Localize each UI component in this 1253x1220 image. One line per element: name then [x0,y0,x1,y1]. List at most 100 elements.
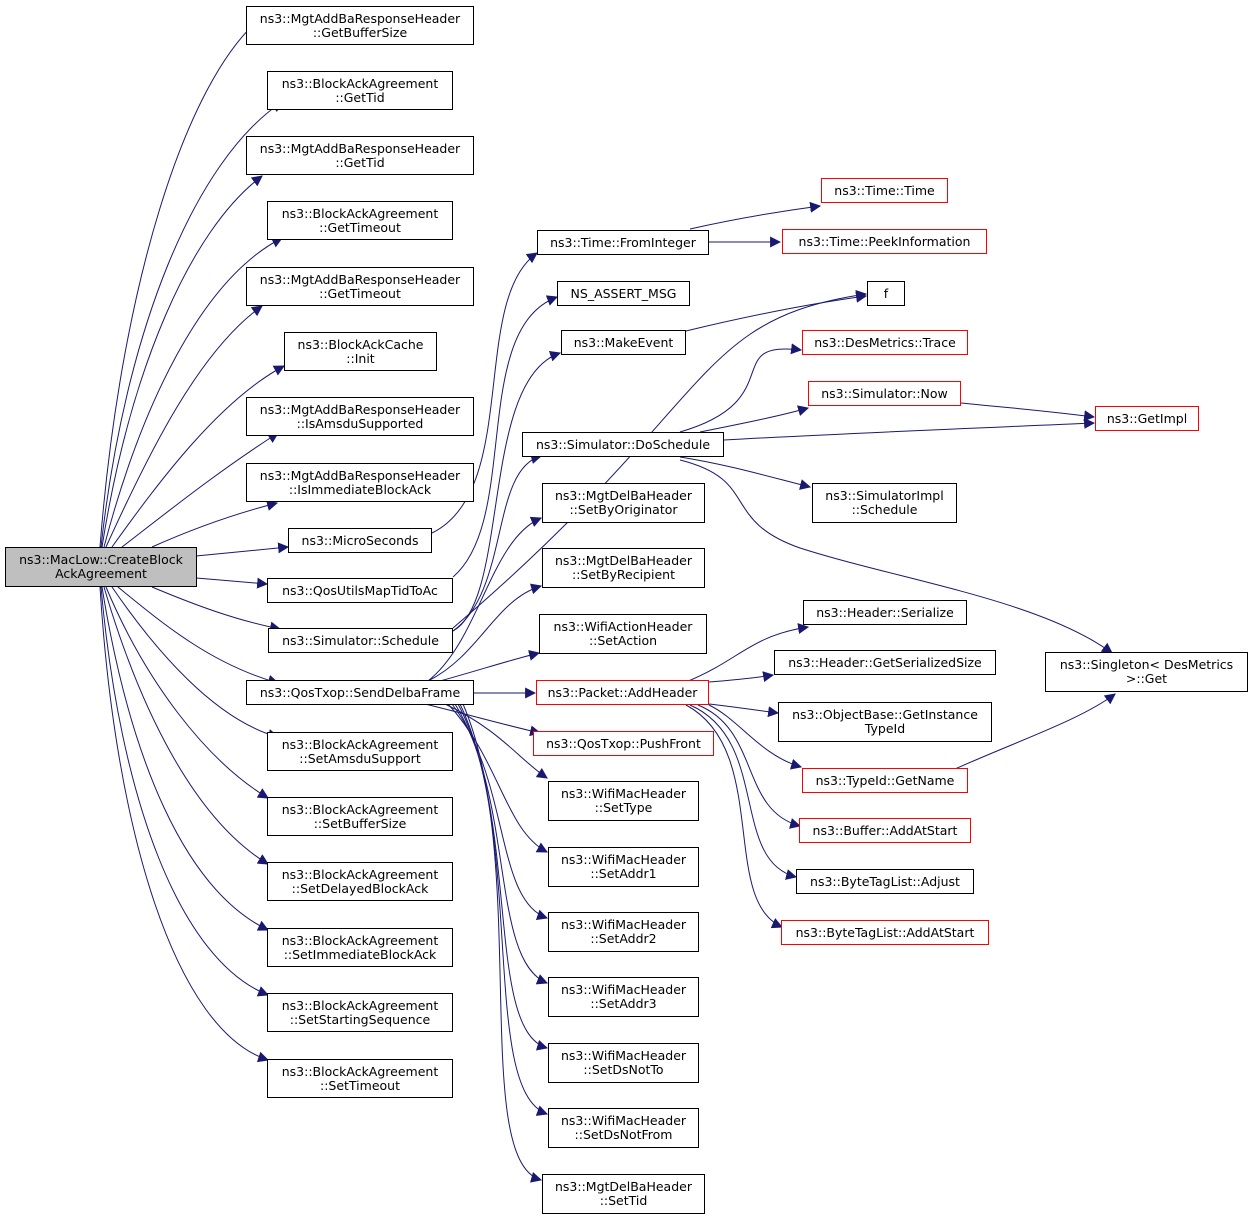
node-label-line1: ns3::MakeEvent [573,334,674,350]
node-label-line1: ns3::BlockAckAgreement [281,866,439,882]
node-label-line2: TypeId [864,721,906,736]
node-label-line1: ns3::SimulatorImpl [825,488,944,503]
edge-addheader-getname [708,704,803,770]
node-label-line2: ::SetTimeout [319,1077,400,1093]
node-label-line2: ::Init [346,350,375,366]
node-blockackagreement-gettid[interactable]: ns3::BlockAckAgreement ::GetTid [267,71,453,110]
node-wifiactionheader-setaction[interactable]: ns3::WifiActionHeader ::SetAction [539,614,707,654]
node-time-time[interactable]: ns3::Time::Time [821,178,948,203]
node-blockackcache-init[interactable]: ns3::BlockAckCache ::Init [284,332,437,371]
node-objectbase-getinstancetypeid[interactable]: ns3::ObjectBase::GetInstance TypeId [778,702,992,742]
node-label-line1: ns3::ByteTagList::Adjust [810,873,960,889]
node-blockackagreement-setimmediateblockack[interactable]: ns3::BlockAckAgreement ::SetImmediateBlo… [267,928,453,967]
node-blockackagreement-setdelayedblockack[interactable]: ns3::BlockAckAgreement ::SetDelayedBlock… [267,862,453,901]
edge-root-setimmediate [101,586,269,931]
edge-addheader-serializedsize [708,671,775,683]
node-label-line2: ::SetAmsduSupport [299,750,421,766]
node-mgtaddbaresponseheader-isamsdusupported[interactable]: ns3::MgtAddBaResponseHeader ::IsAmsduSup… [246,397,474,436]
node-simulator-doschedule[interactable]: ns3::Simulator::DoSchedule [522,432,724,457]
edge-addheader-serialize [685,623,810,683]
node-label-line1: ns3::DesMetrics::Trace [814,334,956,350]
node-label-line1: ns3::BlockAckCache [297,336,424,352]
node-time-peekinformation[interactable]: ns3::Time::PeekInformation [782,229,987,254]
node-qostxop-pushfront[interactable]: ns3::QosTxop::PushFront [533,731,714,756]
node-label-line1: ns3::MgtAddBaResponseHeader [259,467,461,483]
node-mgtaddbaresponseheader-getbuffersize[interactable]: ns3::MgtAddBaResponseHeader ::GetBufferS… [246,6,474,45]
root-function-node: ns3::MacLow::CreateBlock AckAgreement [5,547,197,587]
edge-root-cache-init [111,365,285,548]
node-label-line1: ns3::Packet::AddHeader [547,684,698,700]
node-typeid-getname[interactable]: ns3::TypeId::GetName [802,768,968,793]
node-label-line2: ::SetType [594,800,653,815]
edge-root-addba-gettimeout [105,305,263,548]
node-microseconds[interactable]: ns3::MicroSeconds [288,528,432,553]
node-buffer-addatstart[interactable]: ns3::Buffer::AddAtStart [799,818,971,843]
node-desmetrics-trace[interactable]: ns3::DesMetrics::Trace [802,330,968,355]
node-f[interactable]: f [867,281,905,306]
node-qostxop-senddelbaframe[interactable]: ns3::QosTxop::SendDelbaFrame [246,680,474,705]
node-wifimacheader-setaddr3[interactable]: ns3::WifiMacHeader ::SetAddr3 [548,977,699,1017]
node-wifimacheader-setdsnotfrom[interactable]: ns3::WifiMacHeader ::SetDsNotFrom [548,1108,699,1148]
node-simulator-schedule[interactable]: ns3::Simulator::Schedule [268,628,453,653]
node-wifimacheader-setaddr1[interactable]: ns3::WifiMacHeader ::SetAddr1 [548,847,699,887]
edge-root-settimeout [99,586,270,1063]
node-ns-assert-msg[interactable]: NS_ASSERT_MSG [557,281,690,306]
node-label-line2: ::GetBufferSize [312,24,408,40]
node-blockackagreement-setamsdusupport[interactable]: ns3::BlockAckAgreement ::SetAmsduSupport [267,732,453,771]
node-bytetaglist-addatstart[interactable]: ns3::ByteTagList::AddAtStart [781,920,989,945]
node-label-line2: ::SetByOriginator [569,502,678,517]
node-blockackagreement-gettimeout[interactable]: ns3::BlockAckAgreement ::GetTimeout [267,201,453,240]
node-label-line1: ns3::Simulator::Now [821,385,948,401]
node-label-line1: NS_ASSERT_MSG [570,285,677,301]
node-mgtdelbaheader-setbyoriginator[interactable]: ns3::MgtDelBaHeader ::SetByOriginator [542,483,705,523]
node-label-line2: ::GetTid [335,154,385,170]
node-time-frominteger[interactable]: ns3::Time::FromInteger [537,230,709,255]
node-label-line2: ::SetAction [588,633,658,648]
node-simulator-now[interactable]: ns3::Simulator::Now [808,381,961,406]
node-label-line1: ns3::BlockAckAgreement [281,75,439,91]
node-header-getserializedsize[interactable]: ns3::Header::GetSerializedSize [774,650,996,675]
node-label-line2: ::GetTimeout [319,285,401,301]
edge-senddelba-setaction [439,649,541,682]
edge-senddelba-setdsnotfrom [459,703,549,1116]
node-label-line1: ns3::MgtDelBaHeader [555,488,692,503]
node-label-line2: ::SetAddr1 [590,866,657,881]
node-label-line1: ns3::Header::GetSerializedSize [788,654,982,670]
node-blockackagreement-setbuffersize[interactable]: ns3::BlockAckAgreement ::SetBufferSize [267,797,453,836]
node-mgtaddbaresponseheader-gettimeout[interactable]: ns3::MgtAddBaResponseHeader ::GetTimeout [246,267,474,306]
node-blockackagreement-settimeout[interactable]: ns3::BlockAckAgreement ::SetTimeout [267,1059,453,1098]
node-label-line1: ns3::GetImpl [1106,410,1188,426]
node-getimpl[interactable]: ns3::GetImpl [1095,406,1199,431]
node-bytetaglist-adjust[interactable]: ns3::ByteTagList::Adjust [796,869,974,894]
node-wifimacheader-setaddr2[interactable]: ns3::WifiMacHeader ::SetAddr2 [548,912,699,952]
edge-doschedule-getimpl [723,417,1096,441]
edge-root-schedule [151,586,282,633]
node-label-line2: ::SetTid [599,1193,648,1208]
node-label-line1: ns3::Time::FromInteger [550,234,696,250]
edge-doschedule-trace [679,343,803,433]
edge-root-setbuffersize [105,586,269,799]
edge-root-setamsdu [111,586,280,740]
node-label-line2: ::SetAddr3 [590,996,657,1011]
node-mgtdelbaheader-settid[interactable]: ns3::MgtDelBaHeader ::SetTid [542,1174,705,1214]
node-label-line2: ::SetImmediateBlockAck [283,946,437,962]
node-mgtaddbaresponseheader-isimmediateblockack[interactable]: ns3::MgtAddBaResponseHeader ::IsImmediat… [246,463,474,502]
node-blockackagreement-setstartingsequence[interactable]: ns3::BlockAckAgreement ::SetStartingSequ… [267,993,453,1032]
edge-root-isamsdu [121,432,279,548]
node-mgtdelbaheader-setbyrecipient[interactable]: ns3::MgtDelBaHeader ::SetByRecipient [542,548,705,588]
node-header-serialize[interactable]: ns3::Header::Serialize [803,600,967,625]
node-packet-addheader[interactable]: ns3::Packet::AddHeader [536,680,709,705]
node-label-line1: ns3::BlockAckAgreement [281,736,439,752]
node-qosutilsmaptidtoac[interactable]: ns3::QosUtilsMapTidToAc [267,578,453,603]
node-mgtaddbaresponseheader-gettid[interactable]: ns3::MgtAddBaResponseHeader ::GetTid [246,136,474,175]
node-makeevent[interactable]: ns3::MakeEvent [561,330,686,355]
node-label-line1: ns3::ByteTagList::AddAtStart [795,924,975,940]
node-label-line1: ns3::WifiMacHeader [560,1113,687,1128]
node-wifimacheader-setdsnotto[interactable]: ns3::WifiMacHeader ::SetDsNotTo [548,1043,699,1083]
edge-root-ba-gettid [100,101,283,548]
node-label-line1: ns3::Simulator::Schedule [282,632,439,648]
node-simulatorimpl-schedule[interactable]: ns3::SimulatorImpl ::Schedule [812,483,957,523]
node-wifimacheader-settype[interactable]: ns3::WifiMacHeader ::SetType [548,781,699,821]
node-singleton-desmetrics-get[interactable]: ns3::Singleton< DesMetrics >::Get [1045,652,1248,692]
